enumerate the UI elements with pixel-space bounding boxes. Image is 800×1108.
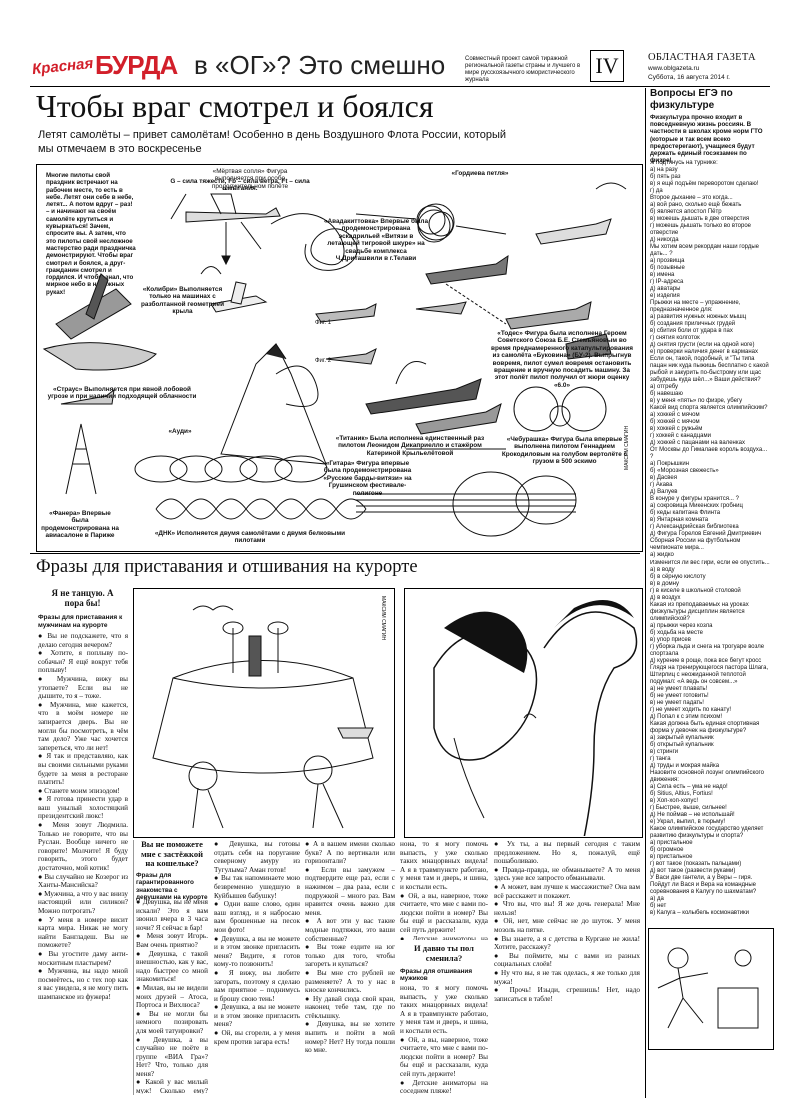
caption-strauss: «Страус» Выполняется при явной лобовой у…: [47, 386, 197, 401]
forces-plane: [170, 193, 281, 275]
quiz-part1: Я подтянусь на турнике: а) на разу б) пя…: [650, 160, 769, 558]
cheburashka-loops: [513, 386, 607, 432]
article2-col3: ● Девушка, вы готовы отдать себя на пору…: [214, 840, 300, 1046]
caption-kolibri: «Колибри» Выполняется только на машинах …: [141, 286, 224, 316]
article1-title: Чтобы враг смотрел и боялся: [36, 88, 434, 124]
exercise-drawing: [657, 947, 759, 1029]
article2-sub3b: Фразы для отшивания мужиков: [400, 968, 473, 983]
cartoon-kiss-frame: [404, 588, 643, 838]
page-number: IV: [590, 50, 624, 82]
audi-rings: [134, 455, 328, 483]
sopla-scribble: [270, 213, 358, 407]
quiz-part2: Изменится ли вес гири, если её опустить.…: [650, 560, 770, 916]
mountain: [220, 343, 327, 465]
article2-col2: ● Девушка, вы не меня искали? Это я вам …: [136, 898, 208, 1094]
paper-name: ОБЛАСТНАЯ ГАЗЕТА: [648, 52, 756, 63]
caption-dnk: «ДНК» Исполняется двумя самолётами с дву…: [154, 530, 346, 545]
caption-titanic: «Титаник» Была исполнена единственный ра…: [335, 435, 485, 457]
caption-guitar: «Гитара» Фигура впервые была продемонстр…: [323, 460, 412, 497]
quiz-intro: Физкультура прочно входит в повседневную…: [650, 114, 763, 165]
caption-fig2: Фиг. 2: [315, 358, 332, 364]
article2-col1: ● Вы не подскажете, что я делаю сегодня …: [38, 632, 128, 1001]
issue-date: Суббота, 16 августа 2014 г.: [648, 74, 730, 81]
fig-planes: [315, 301, 482, 415]
article2-col6: ● Ух ты, а вы первый сегодня с таким пре…: [494, 840, 640, 1003]
kolibri-plane: [210, 281, 268, 313]
caption-todes: «Тодес» Фигура была исполнена Героем Сов…: [491, 330, 633, 389]
cartoon-kiss: [433, 600, 638, 836]
illustrator-credit: МАКСИМ СМАГИН: [624, 425, 630, 470]
quiz-title: Вопросы ЕГЭ по физкультуре: [650, 88, 733, 111]
article2-sub2: Вы не поможете мне с застёжкой на кошель…: [141, 839, 203, 868]
article2-kicker: Я не танцую. А пора бы!: [51, 588, 114, 608]
aviation-illustration-frame: [36, 164, 643, 552]
article1-lead: Летят самолёты – привет самолётам! Особе…: [38, 129, 507, 155]
article2-sub1: Фразы для приставания к мужчинам на куро…: [38, 614, 123, 629]
masthead-tagline: в «ОГ»? Это смешно: [194, 50, 446, 80]
todes-plane: [505, 301, 612, 360]
caption-forces: G – сила тяжести, Fb – сила ветра, Ft – …: [170, 178, 310, 193]
logo-krasnaya: Красная: [31, 54, 95, 79]
aviation-drawings: [42, 182, 627, 537]
project-note: Совместный проект самой тиражной региона…: [465, 56, 581, 83]
cartoon-table-frame: [133, 588, 395, 838]
caption-gordeeva: «Гордиева петля»: [451, 170, 509, 177]
caption-sopla: «Мёртвая сопля» Фигура выполняется при о…: [211, 168, 289, 190]
tiger-plane: [425, 254, 509, 325]
aviation-intro: Многие пилоты свой праздник встречают на…: [46, 172, 136, 296]
article2-title: Фразы для приставания и отшивания на кур…: [36, 557, 418, 577]
guitar-shape: [356, 471, 577, 537]
cartoon-table: [152, 605, 374, 829]
caption-fanera: «Фанера» Впервые была продемонстрирована…: [41, 510, 119, 540]
cartoon1-credit: МАКСИМ СМАГИН: [380, 596, 386, 641]
strauss-plane: [42, 273, 157, 371]
article2-sub2b: Фразы для гарантированного знакомства с …: [136, 872, 208, 902]
article2-col5: ноиа, то я могу помочь выпасть, у уже ск…: [400, 840, 488, 940]
caption-fig1: Фиг. 1: [315, 320, 332, 326]
article2-sub3: И давно ты пол сменила?: [414, 943, 474, 963]
caption-cheburashka: «Чебурашка» Фигура была впервые выполнен…: [501, 436, 628, 466]
site-link[interactable]: www.oblgazeta.ru: [648, 65, 700, 72]
caption-audi: «Ауди»: [168, 428, 192, 435]
titanic-plane: [406, 403, 506, 450]
gordeeva-knot: [355, 203, 507, 243]
exercise-illustration: [648, 928, 774, 1050]
eiffel-tower: [60, 388, 115, 495]
article2-col5b: ноиа, то я могу помочь выпасть, у уже ск…: [400, 984, 488, 1094]
logo-burda: БУРДА: [95, 50, 178, 80]
caption-avadakedavra: «Авадакиттовка» Впервые была продемонстр…: [323, 218, 429, 263]
parachute-plane: [535, 182, 627, 245]
dnk-helix: [155, 498, 367, 520]
article2-col4: ● А в вашем имени сколько букв? А по вер…: [305, 840, 395, 1055]
